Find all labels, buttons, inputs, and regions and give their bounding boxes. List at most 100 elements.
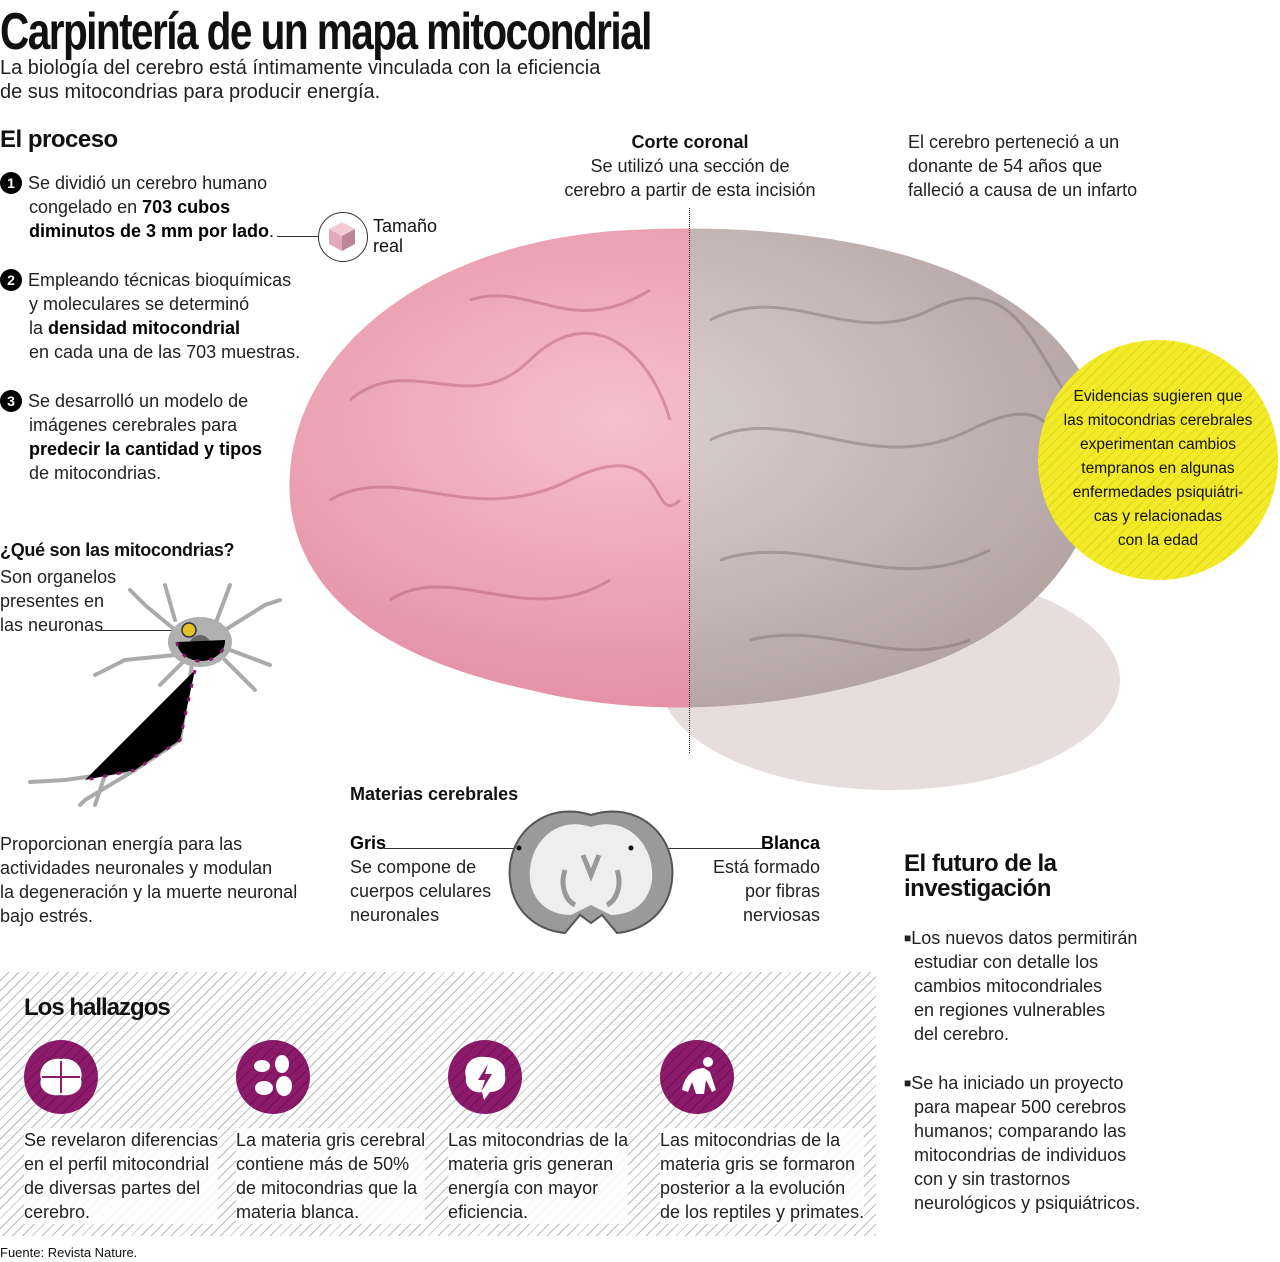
text: La materia gris cerebral <box>236 1130 426 1150</box>
step-number: 1 <box>0 172 22 194</box>
brain-energy-icon <box>448 1040 522 1114</box>
text: 703 cubos <box>142 197 231 217</box>
finding-2: La materia gris cerebral contiene más de … <box>236 1040 426 1224</box>
text: del cerebro. <box>914 1024 1010 1044</box>
text: Está formado <box>712 857 820 877</box>
connector-line <box>630 848 765 849</box>
mito-text: Son organelos presentes en las neuronas <box>0 565 116 637</box>
process-step-1: 1 Se dividió un cerebro humano congelado … <box>0 171 300 243</box>
mito-energy-text: Proporcionan energía para las actividades… <box>0 832 297 928</box>
brain-gray-half <box>690 228 1102 708</box>
text: de mitocondrias que la <box>236 1178 418 1198</box>
brain-illustration <box>289 228 1120 790</box>
mito-heading: ¿Qué son las mitocondrias? <box>0 540 235 560</box>
text: predecir la cantidad y tipos <box>29 439 263 459</box>
text: por fibras <box>744 881 820 901</box>
brain-puzzle-icon <box>24 1040 98 1114</box>
connector-line <box>100 630 184 631</box>
step-number: 3 <box>0 390 22 412</box>
text: neurológicos y psiquiátricos. <box>914 1193 1141 1213</box>
text: Tamaño <box>373 216 438 236</box>
text: investigación <box>904 875 1051 902</box>
cells-icon <box>236 1040 310 1114</box>
text: estudiar con detalle los <box>914 952 1099 972</box>
process-step-3: 3 Se desarrolló un modelo de imágenes cer… <box>0 389 310 485</box>
text: mitocondrias de individuos <box>914 1145 1127 1165</box>
text: donante de 54 años que <box>908 156 1103 176</box>
text: de los reptiles y primates. <box>660 1202 865 1222</box>
finding-4: Las mitocondrias de la materia gris se fo… <box>660 1040 865 1224</box>
text: con la edad <box>1117 532 1199 549</box>
coronal-title: Corte coronal <box>631 132 749 152</box>
text: contiene más de 50% <box>236 1154 410 1174</box>
text: y moleculares se determinó <box>29 294 250 314</box>
subtitle-line: de sus mitocondrias para producir energí… <box>0 81 381 103</box>
text: bajo estrés. <box>0 906 94 926</box>
text: presentes en <box>0 591 105 611</box>
text: actividades neuronales y modulan <box>0 858 273 878</box>
text: Evidencias sugieren que <box>1073 388 1243 405</box>
text: . <box>269 221 275 241</box>
text: de mitocondrias. <box>29 463 162 483</box>
neuron-icon <box>28 583 282 807</box>
cube-icon <box>318 212 368 262</box>
text: las neuronas <box>0 615 104 635</box>
text: Se revelaron diferencias <box>24 1130 219 1150</box>
text: materia blanca. <box>236 1202 360 1222</box>
text: la degeneración y la muerte neuronal <box>0 882 298 902</box>
connector-line <box>384 848 514 849</box>
text: Proporcionan energía para las <box>0 834 243 854</box>
text: falleció a causa de un infarto <box>908 180 1138 200</box>
text: Se dividió un cerebro humano <box>28 173 268 193</box>
finding-3: Las mitocondrias de la materia gris gener… <box>448 1040 629 1224</box>
text: para mapear 500 cerebros <box>914 1097 1127 1117</box>
text: enfermedades psiquiátri- <box>1072 484 1244 501</box>
page-title: Carpintería de un mapa mitocondrial <box>0 3 652 61</box>
gray-title: Gris <box>350 833 387 853</box>
text: en regiones vulnerables <box>914 1000 1106 1020</box>
text: energía con mayor <box>448 1178 599 1198</box>
primate-icon <box>660 1040 734 1114</box>
text: nerviosas <box>742 905 820 925</box>
text: neuronales <box>350 905 440 925</box>
text: congelado en <box>29 197 143 217</box>
text: la <box>29 318 49 338</box>
text: Se ha iniciado un proyecto <box>911 1073 1124 1093</box>
text: Las mitocondrias de la <box>660 1130 841 1150</box>
white-title: Blanca <box>760 833 820 853</box>
text: cerebro. <box>24 1202 91 1222</box>
text: de diversas partes del <box>24 1178 201 1198</box>
text: materia gris se formaron <box>660 1154 856 1174</box>
text: Empleando técnicas bioquímicas <box>28 270 292 290</box>
text: diminutos de 3 mm por lado <box>29 221 270 241</box>
matter-heading: Materias cerebrales <box>350 784 519 804</box>
connector-line <box>277 236 319 237</box>
text: cambios mitocondriales <box>914 976 1103 996</box>
text: Las mitocondrias de la <box>448 1130 629 1150</box>
text: con y sin trastornos <box>914 1169 1071 1189</box>
donor-caption: El cerebro perteneció a un donante de 54 … <box>908 130 1137 202</box>
text: humanos; comparando las <box>914 1121 1127 1141</box>
text: El futuro de la <box>904 850 1057 877</box>
text: Son organelos <box>0 567 117 587</box>
source-note: Fuente: Revista Nature. <box>0 1245 138 1260</box>
text: cas y relacionadas <box>1093 508 1223 525</box>
text: imágenes cerebrales para <box>29 415 238 435</box>
text: Se compone de <box>350 857 477 877</box>
text: El cerebro perteneció a un <box>908 132 1120 152</box>
text: densidad mitocondrial <box>48 318 241 338</box>
text: Se desarrolló un modelo de <box>28 391 249 411</box>
text: tempranos en algunas <box>1081 460 1235 477</box>
text: materia gris generan <box>448 1154 614 1174</box>
subtitle-line: La biología del cerebro está íntimamente… <box>0 57 601 79</box>
evidence-callout: Evidencias sugieren que las mitocondrias … <box>1038 340 1278 580</box>
text: en cada una de las 703 muestras. <box>29 342 301 362</box>
text: las mitocondrias cerebrales <box>1063 412 1253 429</box>
